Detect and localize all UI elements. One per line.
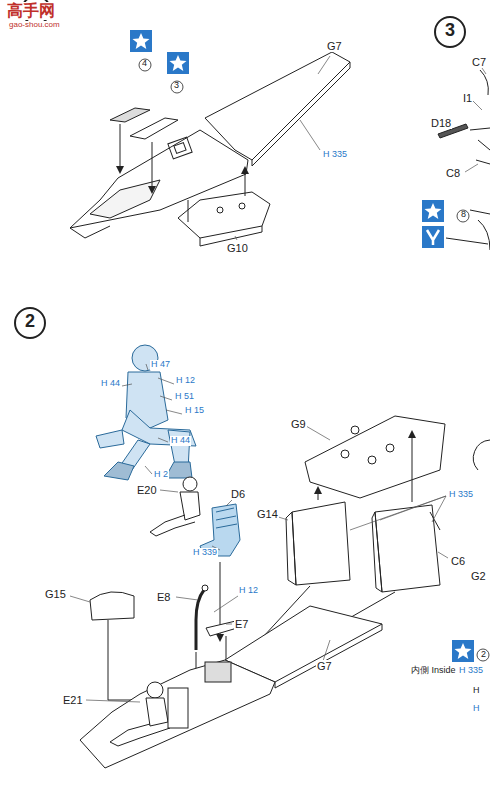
paint-callout: H 335 — [322, 150, 348, 160]
step-number: 2 — [24, 312, 36, 332]
part-label: C7 — [471, 56, 487, 68]
part-label: E8 — [156, 591, 171, 603]
paint-callout: H 2 — [153, 470, 169, 480]
paint-callout: H 51 — [174, 392, 195, 402]
note: 内側 Inside — [410, 666, 457, 676]
paint-callout: H — [472, 686, 481, 696]
part-label: G14 — [256, 508, 279, 520]
part-label: E21 — [62, 694, 84, 706]
part-label: G15 — [44, 588, 67, 600]
part-label: G2 — [470, 570, 487, 582]
part-label: E20 — [136, 484, 158, 496]
paint-callout: H — [472, 704, 481, 714]
paint-callout: H 44 — [170, 436, 191, 446]
paint-callout: H 12 — [238, 586, 259, 596]
watermark: gao-shou.com — [8, 21, 61, 30]
paint-callout: H 12 — [175, 376, 196, 386]
callout-number: 2 — [480, 650, 487, 660]
part-label: C6 — [450, 555, 466, 567]
part-label: E7 — [234, 618, 249, 630]
watermark: 高手网 — [6, 2, 56, 20]
paint-callout: H 47 — [150, 360, 171, 370]
callout-number: 8 — [460, 210, 467, 220]
part-label: C8 — [445, 167, 461, 179]
part-label: D18 — [430, 117, 452, 129]
paint-callout: H 44 — [100, 379, 121, 389]
part-label: G7 — [326, 40, 343, 52]
part-label: D6 — [230, 488, 246, 500]
part-label: I1 — [462, 92, 473, 104]
part-label: G10 — [226, 242, 249, 254]
paint-callout: H 335 — [458, 666, 484, 676]
part-label: G9 — [290, 418, 307, 430]
paint-callout: H 339 — [192, 548, 218, 558]
paint-callout: H 335 — [448, 490, 474, 500]
paint-callout: H 15 — [184, 406, 205, 416]
part-label: G7 — [316, 660, 333, 672]
callout-number: 3 — [173, 81, 180, 91]
callout-number: 4 — [141, 59, 148, 69]
step-number: 3 — [444, 21, 456, 41]
